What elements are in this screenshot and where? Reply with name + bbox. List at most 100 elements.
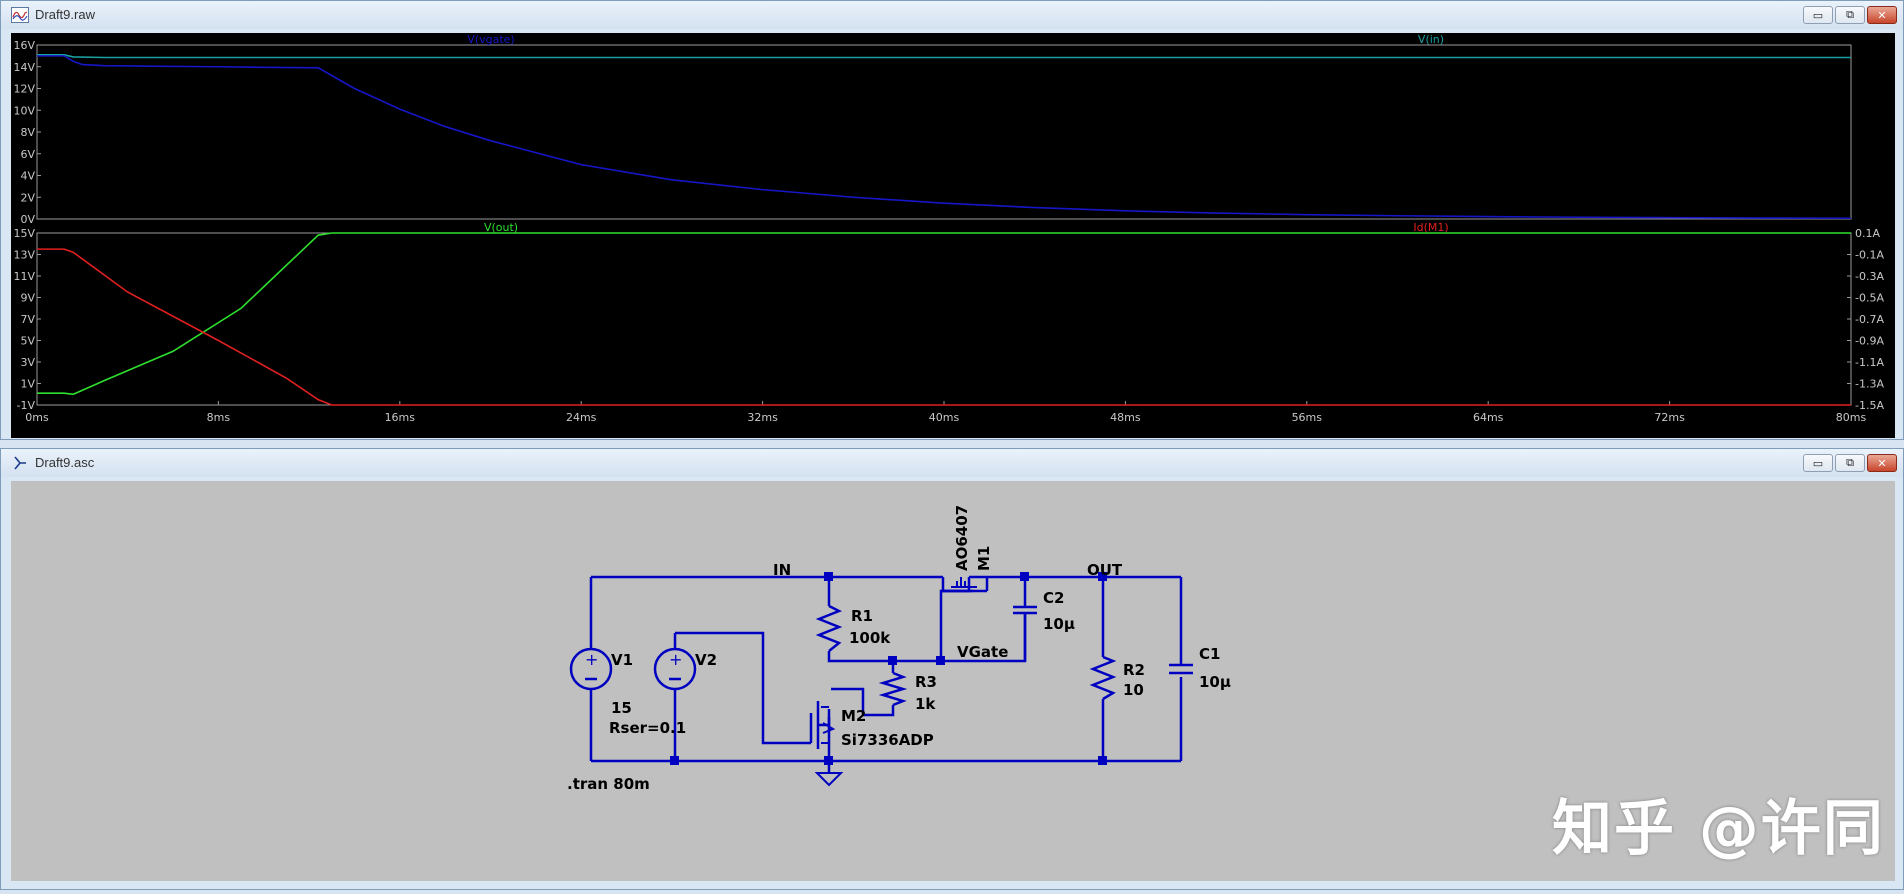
m1-part: AO6407 (953, 505, 971, 571)
y-tick-label: 6V (20, 148, 35, 161)
x-tick-label: 64ms (1473, 411, 1504, 424)
x-tick-label: 56ms (1292, 411, 1323, 424)
c1-label: C1 (1199, 645, 1220, 663)
r2-label: R2 (1123, 661, 1145, 679)
m2-mosfet[interactable] (821, 706, 836, 744)
r1-value: 100k (849, 629, 891, 647)
v2-source[interactable]: + (653, 647, 697, 691)
y2-tick-label: -1.5A (1855, 399, 1884, 412)
v1-value: 15 (611, 699, 632, 717)
net-label-vgate: VGate (957, 643, 1008, 661)
r3-resistor[interactable] (878, 671, 908, 707)
tran-directive[interactable]: .tran 80m (567, 775, 650, 793)
x-tick-label: 48ms (1110, 411, 1141, 424)
x-tick-label: 16ms (385, 411, 416, 424)
y-tick-label: 15V (13, 227, 35, 240)
series-vout (37, 232, 1851, 396)
maximize-button[interactable]: ⧉ (1835, 6, 1865, 24)
r1-label: R1 (851, 607, 873, 625)
top-plot-frame (36, 44, 1852, 220)
close-button[interactable]: ✕ (1867, 6, 1897, 24)
maximize-button[interactable]: ⧉ (1835, 454, 1865, 472)
y-tick-label: 14V (13, 61, 35, 74)
schematic-window-title: Draft9.asc (35, 455, 95, 470)
m2-part: Si7336ADP (841, 731, 934, 749)
waveform-plot[interactable]: V(vgate)V(in)V(out)Id(M1)16V14V12V10V8V6… (11, 33, 1895, 438)
watermark: 知乎 @许同 (1552, 794, 1885, 864)
maximize-icon: ⧉ (1846, 456, 1854, 469)
schematic-drawing[interactable]: + + (11, 481, 1895, 881)
y2-tick-label: 0.1A (1855, 227, 1880, 240)
r2-value: 10 (1123, 681, 1144, 699)
svg-text:+: + (669, 650, 682, 669)
c2-value: 10µ (1043, 615, 1075, 633)
legend-vout: V(out) (484, 221, 518, 234)
y-tick-label: 1V (20, 378, 35, 391)
r1-resistor[interactable] (815, 604, 843, 652)
v1-source[interactable]: + (569, 647, 613, 691)
y2-tick-label: -0.7A (1855, 313, 1884, 326)
close-button[interactable]: ✕ (1867, 454, 1897, 472)
y2-tick-label: -0.3A (1855, 270, 1884, 283)
y-tick-label: 4V (20, 170, 35, 183)
x-tick-label: 8ms (207, 411, 231, 424)
r3-label: R3 (915, 673, 937, 691)
c2-label: C2 (1043, 589, 1064, 607)
series-vin (37, 53, 1851, 59)
c1-capacitor[interactable] (1169, 663, 1193, 675)
y-tick-label: 5V (20, 335, 35, 348)
x-tick-label: 40ms (929, 411, 960, 424)
bottom-plot-frame (36, 232, 1852, 406)
r3-value: 1k (915, 695, 936, 713)
svg-text:+: + (585, 650, 598, 669)
y-tick-label: 3V (20, 356, 35, 369)
y-tick-label: 2V (20, 191, 35, 204)
y2-tick-label: -1.3A (1855, 378, 1884, 391)
c2-capacitor[interactable] (1013, 605, 1037, 661)
junction-dots (670, 572, 1107, 765)
series-idm1 (37, 248, 1851, 406)
minimize-icon: ▭ (1812, 456, 1824, 470)
y-tick-label: 16V (13, 39, 35, 52)
y2-tick-label: -0.9A (1855, 335, 1884, 348)
legend-vin: V(in) (1418, 33, 1444, 46)
net-label-out: OUT (1087, 561, 1123, 579)
net-label-in: IN (773, 561, 791, 579)
r2-resistor[interactable] (1089, 655, 1117, 701)
y-tick-label: 7V (20, 313, 35, 326)
minimize-icon: ▭ (1812, 8, 1824, 22)
legend-idm1: Id(M1) (1413, 221, 1448, 234)
x-tick-label: 24ms (566, 411, 597, 424)
m1-label: M1 (975, 546, 993, 571)
y2-tick-label: -0.5A (1855, 292, 1884, 305)
y-tick-label: 8V (20, 126, 35, 139)
y-tick-label: 12V (13, 83, 35, 96)
minimize-button[interactable]: ▭ (1803, 454, 1833, 472)
v2-label: V2 (695, 651, 717, 669)
y-tick-label: 9V (20, 292, 35, 305)
y-tick-label: 10V (13, 104, 35, 117)
series-vgate (37, 55, 1852, 220)
plot-window: Draft9.raw ▭ ⧉ ✕ V(vgate)V(in)V(out)Id(M… (0, 0, 1904, 440)
schematic-canvas[interactable]: + + (11, 481, 1895, 881)
plot-window-titlebar[interactable]: Draft9.raw ▭ ⧉ ✕ (1, 1, 1903, 29)
v1-rser: Rser=0.1 (609, 719, 686, 737)
minimize-button[interactable]: ▭ (1803, 6, 1833, 24)
ground-icon (814, 772, 844, 787)
m2-label: M2 (841, 707, 866, 725)
schematic-window-titlebar[interactable]: Draft9.asc ▭ ⧉ ✕ (1, 449, 1903, 477)
schematic-icon (14, 456, 26, 470)
x-tick-label: 32ms (747, 411, 778, 424)
m1-mosfet[interactable] (951, 577, 977, 588)
maximize-icon: ⧉ (1846, 8, 1854, 21)
close-icon: ✕ (1877, 456, 1887, 470)
close-icon: ✕ (1877, 8, 1887, 22)
plot-window-title: Draft9.raw (35, 7, 95, 22)
c1-value: 10µ (1199, 673, 1231, 691)
v1-label: V1 (611, 651, 633, 669)
y-tick-label: 11V (13, 270, 35, 283)
y-tick-label: -1V (17, 399, 36, 412)
y2-tick-label: -1.1A (1855, 356, 1884, 369)
y-tick-label: 13V (13, 249, 35, 262)
